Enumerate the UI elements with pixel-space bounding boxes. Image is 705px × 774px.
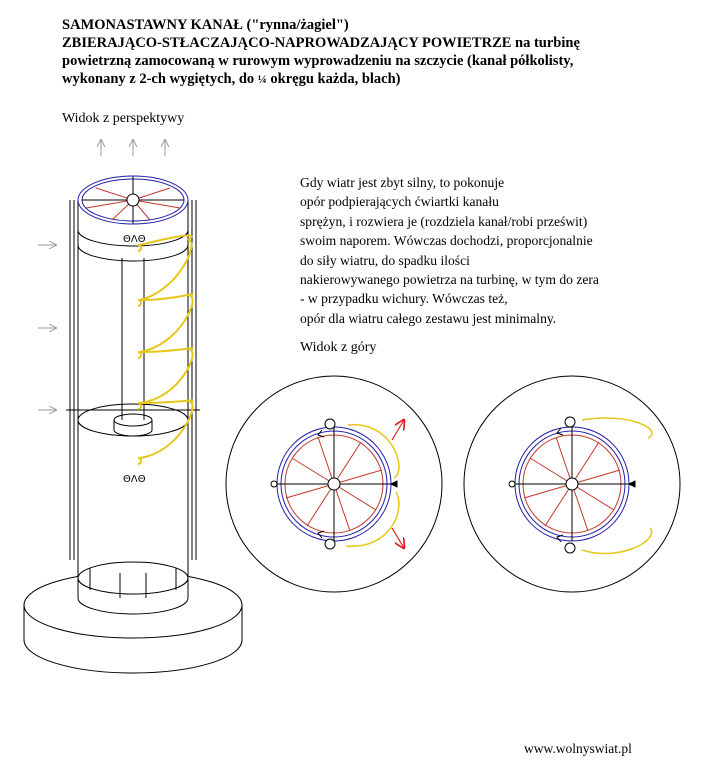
description-line: sprężyn, i rozwiera je (rozdziela kanał/…: [300, 213, 588, 229]
turbine-mark-lower: ΘΛΘ: [123, 474, 146, 485]
perspective-view-label: Widok z perspektywy: [62, 111, 185, 126]
spring-coil: [137, 234, 194, 465]
title-line-2: ZBIERAJĄCO-STŁACZAJĄCO-NAPROWADZAJĄCY PO…: [62, 35, 580, 51]
description-line: Gdy wiatr jest zbyt silny, to pokonuje: [300, 175, 505, 190]
main-column: [77, 200, 189, 598]
top-turbine: [77, 175, 189, 247]
top-view-open: [463, 375, 681, 593]
top-view-closed: [225, 375, 443, 593]
description-text: Gdy wiatr jest zbyt silny, to pokonuje o…: [300, 173, 599, 328]
description-line: swoim naporem. Wówczas dochodzi, proporc…: [300, 233, 593, 249]
title-line-4-prefix: wykonany z 2-ch wygiętych, do: [62, 71, 255, 87]
guide-rails: [66, 200, 200, 560]
website-link[interactable]: www.wolnyswiat.pl: [524, 741, 632, 756]
description-line: - w przypadku wichury. Wówczas też,: [300, 291, 508, 307]
top-view-label: Widok z góry: [300, 340, 377, 355]
description-line: opór podpierających ćwiartki kanału: [300, 194, 499, 210]
diagram-title: SAMONASTAWNY KANAŁ ("rynna/żagiel") ZBIE…: [62, 16, 682, 88]
description-line: opór dla wiatru całego zestawu jest mini…: [300, 310, 557, 326]
title-line-1: SAMONASTAWNY KANAŁ ("rynna/żagiel"): [62, 17, 349, 33]
title-fraction: ¼: [257, 72, 267, 86]
description-line: do siły wiatru, do spadku ilości: [300, 252, 470, 268]
title-line-3: powietrzną zamocowaną w rurowym wyprowad…: [62, 53, 574, 69]
title-line-4: wykonany z 2-ch wygiętych, do ¼ okręgu k…: [62, 70, 682, 88]
perspective-view: ΘΛΘ ΘΛΘ: [23, 140, 243, 674]
title-line-4-suffix: okręgu każda, blach): [270, 71, 401, 87]
turbine-mark-upper: ΘΛΘ: [123, 234, 146, 245]
exhaust-arrows: [101, 140, 165, 156]
description-line: nakierowywanego powietrza na turbinę, w …: [300, 272, 599, 288]
wind-arrows: [38, 245, 56, 410]
